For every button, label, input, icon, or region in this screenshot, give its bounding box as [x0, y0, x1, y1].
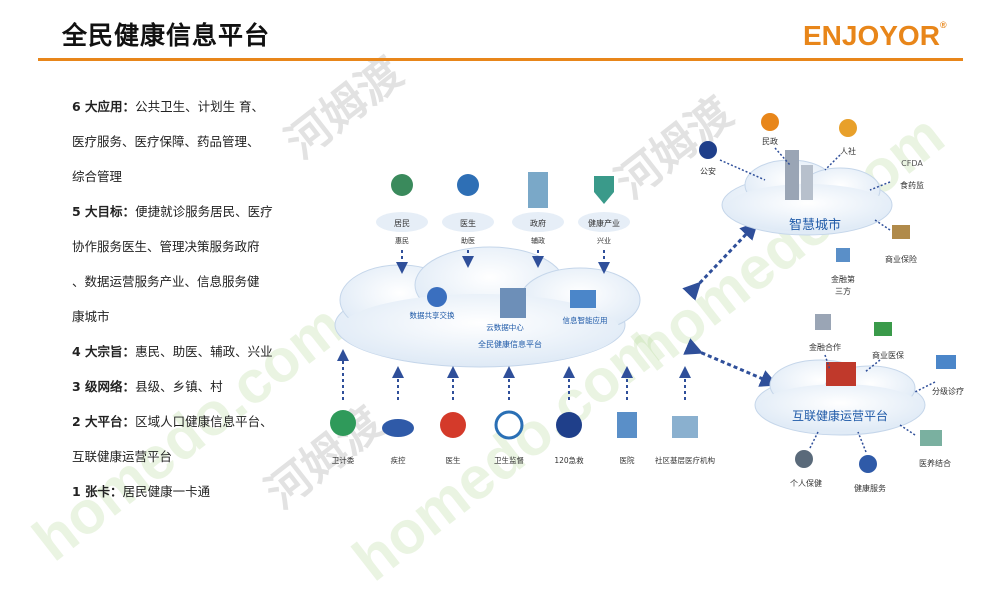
- node-label: 民政: [762, 136, 778, 146]
- bottom-node: 医院: [617, 366, 637, 465]
- social-security-icon: [839, 119, 857, 137]
- bottom-node: 医生: [440, 366, 466, 465]
- node-label: 医生: [446, 455, 461, 465]
- list-item: 互联健康运营平台: [72, 449, 173, 464]
- company-icon: [826, 362, 856, 386]
- module-label: 信息智能应用: [563, 315, 608, 325]
- node-label: 卫生监督: [494, 455, 524, 465]
- elderly-care-icon: [920, 430, 942, 446]
- health-service-icon: [859, 455, 877, 473]
- feature-list: 6 大应用：公共卫生、计划生 育、 医疗服务、医疗保障、药品管理、 综合管理 5…: [72, 94, 322, 514]
- list-item: 协作服务医生、管理决策服务政府: [72, 239, 260, 254]
- node-label: 商业保险: [885, 254, 917, 264]
- node-purpose: 兴业: [597, 236, 611, 245]
- list-item: 综合管理: [72, 169, 123, 184]
- node-label: 医养结合: [919, 458, 951, 468]
- node-label: 食药监: [900, 180, 924, 190]
- cloud-label: 智慧城市: [789, 217, 841, 233]
- node-label: 疾控: [391, 455, 406, 465]
- node-label: 金融第: [831, 274, 855, 284]
- list-item: 、数据运营服务产业、信息服务健: [72, 274, 260, 289]
- node-label: 社区基层医疗机构: [655, 455, 715, 465]
- screen-icon: [936, 355, 956, 369]
- insurance-icon: [892, 225, 910, 239]
- header-divider: [38, 58, 963, 61]
- police-icon: [699, 141, 717, 159]
- bank-icon: [815, 314, 831, 330]
- node-label: 金融合作: [809, 342, 841, 352]
- bottom-node: 疾控: [382, 366, 414, 465]
- person-icon: [795, 450, 813, 468]
- bottom-node: 卫计委: [330, 349, 356, 465]
- link-arrow: [682, 221, 759, 301]
- node-label: 分级诊疗: [932, 386, 964, 396]
- list-item: 2 大平台：区域人口健康信息平台、: [72, 414, 273, 429]
- cdc-icon: [382, 419, 414, 437]
- node-label: 卫计委: [332, 455, 355, 465]
- city-icon: [785, 150, 799, 200]
- hospital-icon: [617, 412, 637, 438]
- node-purpose: 辅政: [531, 236, 545, 245]
- medical-insurance-icon: [874, 322, 892, 336]
- building-icon: [528, 172, 548, 208]
- node-purpose: 助医: [461, 236, 475, 245]
- node-label: 医生: [460, 218, 476, 228]
- server-icon: [500, 288, 526, 318]
- resident-icon: [391, 174, 413, 196]
- node-label: 120急救: [554, 455, 584, 465]
- node-label: 健康服务: [854, 483, 886, 493]
- supervision-icon: [494, 410, 524, 440]
- node-label: 健康产业: [588, 218, 620, 228]
- module-label: 数据共享交换: [410, 310, 455, 320]
- bottom-node: 卫生监督: [494, 366, 524, 465]
- module-label: 云数据中心: [486, 322, 524, 332]
- logo-text: ENJOYOR: [803, 20, 940, 51]
- globe-icon: [427, 287, 447, 307]
- enjoyor-logo: ENJOYOR®: [803, 20, 947, 52]
- node-label: 人社: [840, 146, 856, 156]
- shield-icon: [594, 176, 614, 204]
- ambulance-icon: [556, 412, 582, 438]
- node-doctor: 医生 助医: [442, 174, 494, 268]
- list-item: 1 张卡：居民健康一卡通: [72, 484, 211, 499]
- health-commission-icon: [330, 410, 356, 436]
- node-label: 三方: [835, 286, 851, 296]
- central-cloud: 数据共享交换 云数据中心 信息智能应用 全民健康信息平台: [334, 246, 641, 368]
- cloud-label: 互联健康运营平台: [792, 408, 888, 423]
- node-label: 医院: [620, 455, 635, 465]
- clinic-icon: [672, 416, 698, 438]
- logo-mark: ®: [939, 20, 947, 30]
- civil-affairs-icon: [761, 113, 779, 131]
- top-nodes: 居民 惠民 医生 助医 政府 辅政 健康产业 兴业: [376, 172, 630, 274]
- finance-icon: [836, 248, 850, 262]
- list-item: 4 大宗旨：惠民、助医、辅政、兴业: [72, 344, 273, 359]
- node-purpose: 惠民: [395, 236, 409, 245]
- node-label: 个人保健: [790, 478, 822, 488]
- node-label: CFDA: [901, 159, 923, 168]
- link-arrow: [683, 338, 779, 387]
- bottom-node: 社区基层医疗机构: [655, 366, 715, 465]
- ops-platform-cloud: 互联健康运营平台 金融合作 商业医保 分级诊疗 医养结合 健康服务 个人保健: [754, 314, 964, 493]
- node-government: 政府 辅政: [512, 172, 564, 268]
- node-label: 居民: [394, 219, 410, 228]
- node-label: 政府: [530, 218, 546, 228]
- cloud-label: 全民健康信息平台: [478, 339, 542, 349]
- list-item: 5 大目标：便捷就诊服务居民、医疗: [72, 204, 273, 219]
- list-item: 康城市: [72, 309, 110, 324]
- node-label: 商业医保: [872, 350, 904, 360]
- node-label: 公安: [700, 166, 716, 176]
- page-title: 全民健康信息平台: [62, 21, 271, 50]
- list-item: 6 大应用：公共卫生、计划生 育、: [72, 99, 265, 114]
- medical-icon: [440, 412, 466, 438]
- list-item: 医疗服务、医疗保障、药品管理、: [72, 134, 260, 149]
- monitor-icon: [570, 290, 596, 308]
- node-resident: 居民 惠民: [376, 174, 428, 274]
- smart-city-cloud: 智慧城市 公安 民政 人社 CFDA 食药监 商业保险 金融第 三方: [699, 113, 924, 296]
- bottom-nodes: 卫计委 疾控 医生 卫生监督 120急救 医院: [330, 349, 715, 465]
- architecture-diagram: 数据共享交换 云数据中心 信息智能应用 全民健康信息平台 居民 惠民 医生 助医…: [330, 113, 964, 493]
- bottom-node: 120急救: [554, 366, 584, 465]
- node-health-industry: 健康产业 兴业: [578, 176, 630, 274]
- doctor-icon: [457, 174, 479, 196]
- list-item: 3 级网络：县级、乡镇、村: [72, 379, 223, 394]
